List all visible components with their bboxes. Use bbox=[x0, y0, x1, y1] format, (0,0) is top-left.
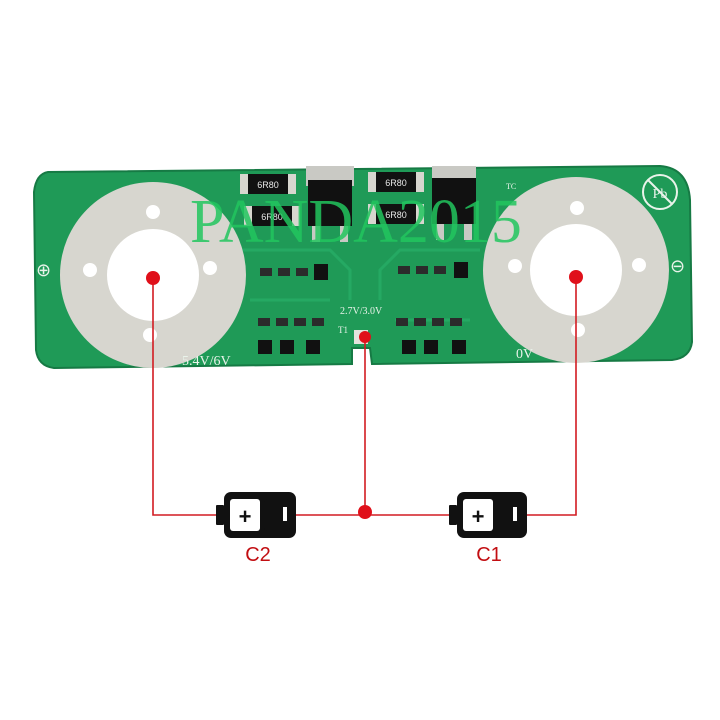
resistor-r1: 6R80 bbox=[240, 174, 296, 194]
battery-c1-plus-label: + bbox=[472, 504, 485, 529]
resistor-r3-label: 6R80 bbox=[385, 178, 407, 188]
pb-free-label: Pb bbox=[653, 187, 668, 202]
board-tag-label: TC bbox=[506, 182, 516, 191]
tap-label: T1 bbox=[338, 325, 348, 335]
battery-c1-label: C1 bbox=[476, 544, 502, 566]
tap-connection-dot bbox=[359, 331, 371, 343]
watermark-text: PANDA2015 bbox=[190, 188, 522, 256]
pb-free-mark: Pb bbox=[642, 174, 678, 210]
wiring bbox=[152, 277, 577, 516]
left-pad-voltage-label: 5.4V/6V bbox=[182, 354, 231, 369]
resistor-r3: 6R80 bbox=[368, 172, 424, 192]
battery-c1-icon: + bbox=[449, 492, 527, 538]
battery-c2-label: C2 bbox=[245, 544, 271, 566]
wire-left bbox=[152, 278, 222, 516]
center-voltage-label: 2.7V/3.0V bbox=[340, 306, 383, 317]
right-pad-connection-dot bbox=[569, 270, 583, 284]
mosfet-left bbox=[306, 166, 354, 242]
resistor-r2-label: 6R80 bbox=[261, 212, 283, 222]
right-pad-voltage-label: 0V bbox=[516, 347, 533, 362]
resistor-r2: 6R80 bbox=[244, 206, 300, 226]
plus-sign-icon: ⊕ bbox=[36, 260, 51, 280]
resistor-r1-label: 6R80 bbox=[257, 180, 279, 190]
resistor-r4: 6R80 bbox=[368, 204, 424, 224]
smd-components bbox=[258, 262, 468, 354]
resistor-r4-label: 6R80 bbox=[385, 210, 407, 220]
wire-right bbox=[525, 277, 577, 516]
midpoint-junction-dot bbox=[358, 505, 372, 519]
mosfet-right bbox=[432, 166, 476, 240]
minus-sign-icon: ⊖ bbox=[670, 256, 685, 276]
battery-c2-icon: + bbox=[216, 492, 296, 538]
battery-c2-plus-label: + bbox=[239, 504, 252, 529]
left-pad-connection-dot bbox=[146, 271, 160, 285]
